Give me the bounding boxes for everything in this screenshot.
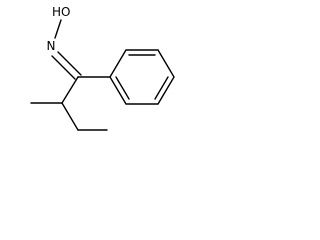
bond-c-n-double-b — [51, 55, 76, 80]
bond-c-n-double-a — [57, 51, 82, 76]
phenyl-double-2 — [154, 76, 169, 100]
bond-ch-ch2 — [61, 102, 79, 131]
oxygen-label: HO — [52, 5, 70, 19]
phenyl-double-3 — [115, 76, 130, 100]
phenyl-ring — [109, 49, 175, 105]
structural-formula: HO N — [30, 5, 175, 131]
bond-o-n — [54, 19, 62, 39]
nitrogen-label: N — [47, 39, 56, 53]
bond-c-ch — [61, 76, 79, 104]
